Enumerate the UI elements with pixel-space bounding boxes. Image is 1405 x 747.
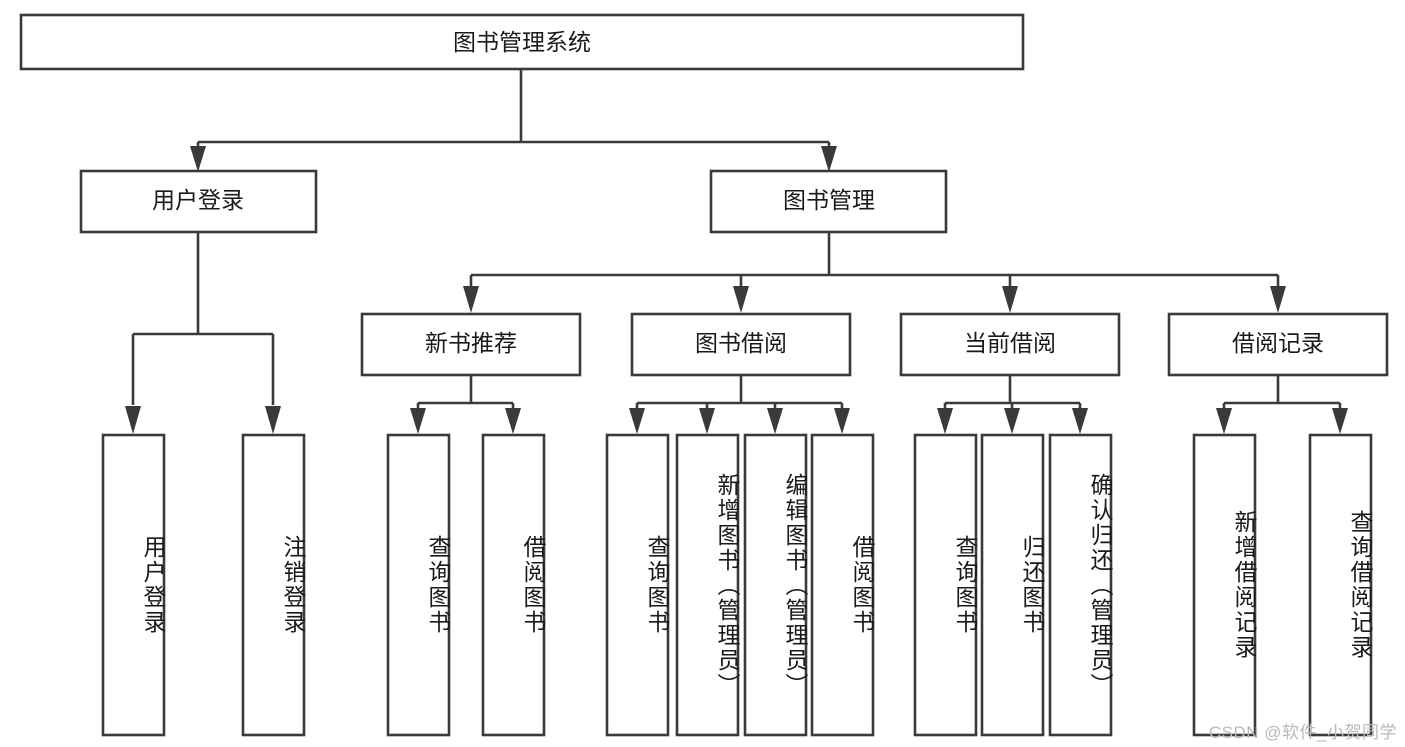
arrowhead-current-borrow <box>1002 286 1018 313</box>
node-root-label: 图书管理系统 <box>453 29 591 55</box>
arrowhead-leaf-confirm-return <box>1072 408 1088 434</box>
arrowhead-leaf-logout <box>265 406 281 434</box>
arrowhead-book-manage <box>821 146 837 172</box>
node-current-borrow[interactable] <box>899 312 1121 377</box>
node-leaf-edit-book[interactable] <box>743 433 808 737</box>
node-leaf-user-login[interactable] <box>101 433 166 737</box>
node-borrow-record-label: 借阅记录 <box>1232 330 1324 356</box>
node-book-manage[interactable] <box>709 169 948 234</box>
node-leaf-query-record[interactable] <box>1308 433 1373 737</box>
arrowhead-leaf-edit-book <box>767 408 783 434</box>
node-layer: 图书管理系统 用户登录 图书管理 新书推荐 图书借阅 当前借阅 借阅记录 <box>19 13 1389 737</box>
node-leaf-borrow-book-1[interactable] <box>481 433 546 737</box>
node-book-borrow[interactable] <box>630 312 852 377</box>
node-user-login[interactable] <box>79 169 318 234</box>
node-leaf-return-book[interactable] <box>980 433 1045 737</box>
arrowhead-leaf-borrow-book-1 <box>505 408 521 434</box>
node-leaf-add-book[interactable] <box>675 433 740 737</box>
arrowhead-leaf-return-book <box>1004 408 1020 434</box>
arrowhead-borrow-record <box>1270 286 1286 313</box>
arrowhead-book-borrow <box>733 286 749 313</box>
node-new-book-recommend-label: 新书推荐 <box>425 330 517 356</box>
arrowhead-leaf-borrow-book-2 <box>834 408 850 434</box>
node-new-book-recommend[interactable] <box>360 312 582 377</box>
node-leaf-query-book-2[interactable] <box>605 433 670 737</box>
arrowhead-leaf-query-record <box>1332 408 1348 434</box>
node-leaf-borrow-book-2[interactable] <box>810 433 875 737</box>
node-book-borrow-label: 图书借阅 <box>695 330 787 356</box>
arrowhead-leaf-add-record <box>1216 408 1232 434</box>
arrowhead-leaf-query-book-2 <box>629 408 645 434</box>
node-leaf-confirm-return[interactable] <box>1048 433 1113 737</box>
node-leaf-query-book-3[interactable] <box>913 433 978 737</box>
connector-layer <box>125 69 1348 434</box>
node-current-borrow-label: 当前借阅 <box>964 330 1056 356</box>
node-book-manage-label: 图书管理 <box>783 187 875 213</box>
csdn-watermark: CSDN @软件_小贺同学 <box>1208 723 1397 742</box>
node-borrow-record[interactable] <box>1167 312 1389 377</box>
arrowhead-user-login <box>190 146 206 172</box>
node-root[interactable] <box>19 13 1025 71</box>
node-leaf-query-book-1[interactable] <box>386 433 451 737</box>
arrowhead-leaf-query-book-1 <box>410 408 426 434</box>
arrowhead-leaf-add-book <box>699 408 715 434</box>
arrowhead-leaf-query-book-3 <box>937 408 953 434</box>
node-leaf-logout[interactable] <box>241 433 306 737</box>
node-leaf-add-record[interactable] <box>1192 433 1257 737</box>
arrowhead-new-book <box>463 286 479 313</box>
arrowhead-leaf-user-login <box>125 406 141 434</box>
node-user-login-label: 用户登录 <box>152 187 244 213</box>
